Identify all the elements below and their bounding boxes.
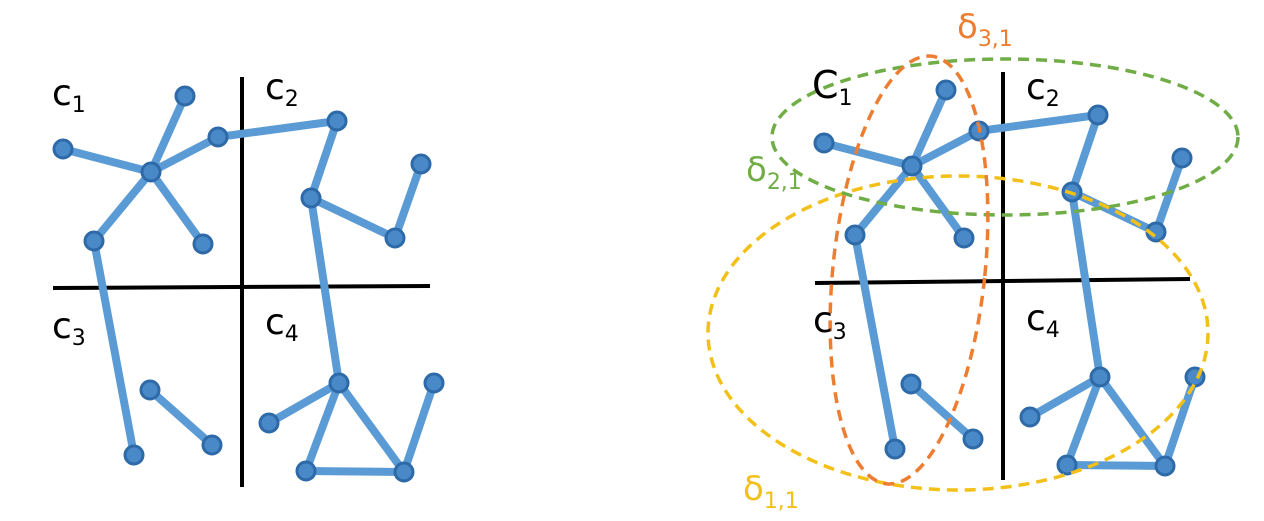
left-node (83, 230, 105, 252)
region-delta-3-1 (828, 54, 990, 486)
right-edge (1026, 373, 1104, 421)
left-node (384, 227, 406, 249)
right-nodes (813, 79, 1206, 477)
right-node (813, 132, 835, 154)
left-edges (59, 92, 438, 476)
left-edge (147, 133, 222, 176)
left-node (328, 372, 350, 394)
right-node (1089, 366, 1111, 388)
left-node (139, 379, 161, 401)
right-label-c1: C1 (812, 63, 853, 111)
right-edge (975, 111, 1102, 135)
right-edge (908, 86, 950, 170)
left-node (300, 187, 322, 209)
left-edge (214, 117, 341, 141)
left-edge (59, 145, 155, 176)
left-label-c1: c1 (52, 73, 86, 118)
right-node (1154, 455, 1176, 477)
left-edge (307, 194, 399, 242)
right-edge (1068, 111, 1102, 196)
right-horizontal-divider (814, 277, 1191, 285)
right-node (1171, 147, 1193, 169)
left-node (52, 138, 74, 160)
left-node (423, 372, 445, 394)
left-node (410, 153, 432, 175)
left-edge (335, 379, 408, 476)
right-label-c4: c4 (1026, 298, 1060, 343)
left-edge (302, 467, 408, 476)
right-node (900, 373, 922, 395)
left-label-c4: c4 (265, 302, 299, 347)
right-node (884, 438, 906, 460)
right-edge (1068, 188, 1104, 381)
left-edge (307, 117, 341, 202)
right-node (1056, 454, 1078, 476)
right-edge (1096, 373, 1169, 470)
right-edge (907, 380, 977, 443)
right-node (1087, 104, 1109, 126)
left-label-c2: c2 (265, 67, 299, 112)
right-node (935, 79, 957, 101)
left-node (192, 233, 214, 255)
label-delta-2-1: δ2,1 (746, 150, 802, 195)
right-label-c3: c3 (813, 300, 847, 345)
right-node (901, 155, 923, 177)
left-edge (147, 168, 207, 248)
label-delta-1-1: δ1,1 (743, 469, 799, 514)
left-node (123, 444, 145, 466)
right-node (962, 428, 984, 450)
left-label-c3: c3 (52, 306, 86, 351)
right-edge (1063, 373, 1104, 469)
left-node (140, 161, 162, 183)
left-node (295, 460, 317, 482)
left-nodes (52, 85, 445, 483)
left-edge (400, 379, 438, 476)
left-node (258, 412, 280, 434)
left-panel: c1 c2 c3 c4 (52, 67, 445, 487)
right-label-c2: c2 (1026, 67, 1060, 112)
left-edge (146, 386, 216, 449)
left-edge (391, 160, 425, 242)
right-edge (851, 231, 899, 453)
right-edge (820, 139, 916, 170)
left-edge (147, 92, 189, 176)
left-node (201, 434, 223, 456)
left-node (393, 461, 415, 483)
right-edge (908, 162, 968, 242)
region-delta-2-1 (770, 57, 1240, 217)
left-node (326, 110, 348, 132)
right-node (844, 224, 866, 246)
label-delta-3-1: δ3,1 (957, 7, 1013, 52)
right-node (1019, 406, 1041, 428)
right-edge (1063, 461, 1169, 470)
right-edge (1152, 154, 1186, 236)
left-edge (302, 379, 343, 475)
left-edge (265, 379, 343, 427)
left-edge (307, 194, 343, 387)
left-node (174, 85, 196, 107)
right-panel: C1 c2 c3 c4 δ1,1 δ2,1 δ3,1 (706, 7, 1240, 514)
right-node (953, 227, 975, 249)
left-horizontal-divider (52, 284, 431, 290)
left-node (207, 126, 229, 148)
right-edge (908, 127, 983, 170)
left-edge (90, 237, 138, 459)
region-delta-1-1 (706, 174, 1210, 492)
right-edge (851, 162, 916, 239)
left-edge (90, 168, 155, 245)
